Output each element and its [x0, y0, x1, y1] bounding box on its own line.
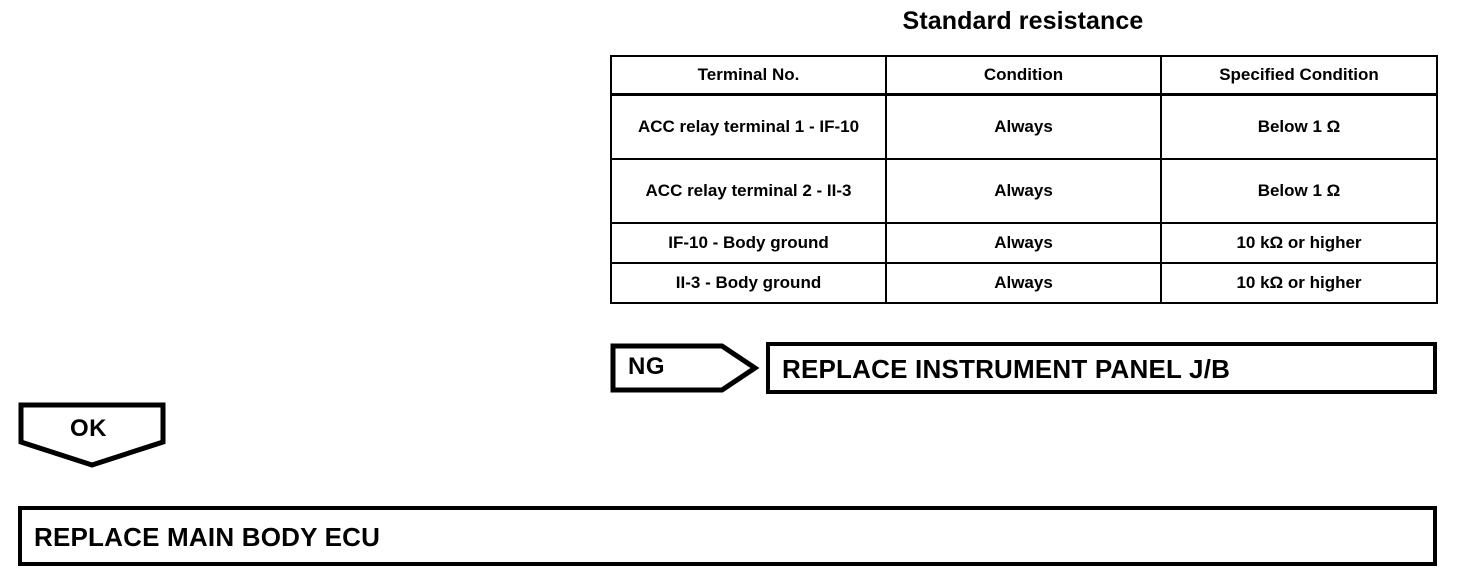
column-header-condition: Condition	[885, 55, 1162, 96]
cell-specified-condition: Below 1 Ω	[1160, 158, 1438, 224]
table-row: IF-10 - Body ground Always 10 kΩ or high…	[610, 222, 1438, 264]
cell-terminal-no: ACC relay terminal 2 - II-3	[610, 158, 887, 224]
table-row: ACC relay terminal 1 - IF-10 Always Belo…	[610, 93, 1438, 160]
page-title: Standard resistance	[902, 7, 1144, 35]
replace-instrument-panel-jb-box: REPLACE INSTRUMENT PANEL J/B	[766, 342, 1437, 394]
ok-branch-arrow: OK	[18, 402, 166, 468]
ng-label: NG	[628, 353, 665, 380]
column-header-terminal-no: Terminal No.	[610, 55, 887, 96]
cell-terminal-no: IF-10 - Body ground	[610, 222, 887, 264]
replace-instrument-panel-jb-label: REPLACE INSTRUMENT PANEL J/B	[782, 354, 1231, 384]
cell-specified-condition: 10 kΩ or higher	[1160, 222, 1438, 264]
cell-specified-condition: Below 1 Ω	[1160, 93, 1438, 160]
cell-condition: Always	[885, 262, 1162, 304]
arrow-right-pentagon-icon	[610, 343, 760, 393]
table-row: ACC relay terminal 2 - II-3 Always Below…	[610, 158, 1438, 224]
cell-specified-condition: 10 kΩ or higher	[1160, 262, 1438, 304]
replace-main-body-ecu-label: REPLACE MAIN BODY ECU	[34, 522, 381, 552]
cell-terminal-no: ACC relay terminal 1 - IF-10	[610, 93, 887, 160]
ng-branch-arrow: NG	[610, 343, 760, 393]
ok-label: OK	[70, 415, 107, 442]
cell-terminal-no: II-3 - Body ground	[610, 262, 887, 304]
column-header-specified-condition: Specified Condition	[1160, 55, 1438, 96]
cell-condition: Always	[885, 93, 1162, 160]
replace-main-body-ecu-box: REPLACE MAIN BODY ECU	[18, 506, 1437, 566]
standard-resistance-table: Terminal No. Condition Specified Conditi…	[610, 55, 1438, 304]
table-header-row: Terminal No. Condition Specified Conditi…	[610, 55, 1438, 96]
cell-condition: Always	[885, 222, 1162, 264]
arrow-down-pentagon-icon	[18, 402, 166, 468]
cell-condition: Always	[885, 158, 1162, 224]
table-row: II-3 - Body ground Always 10 kΩ or highe…	[610, 262, 1438, 304]
